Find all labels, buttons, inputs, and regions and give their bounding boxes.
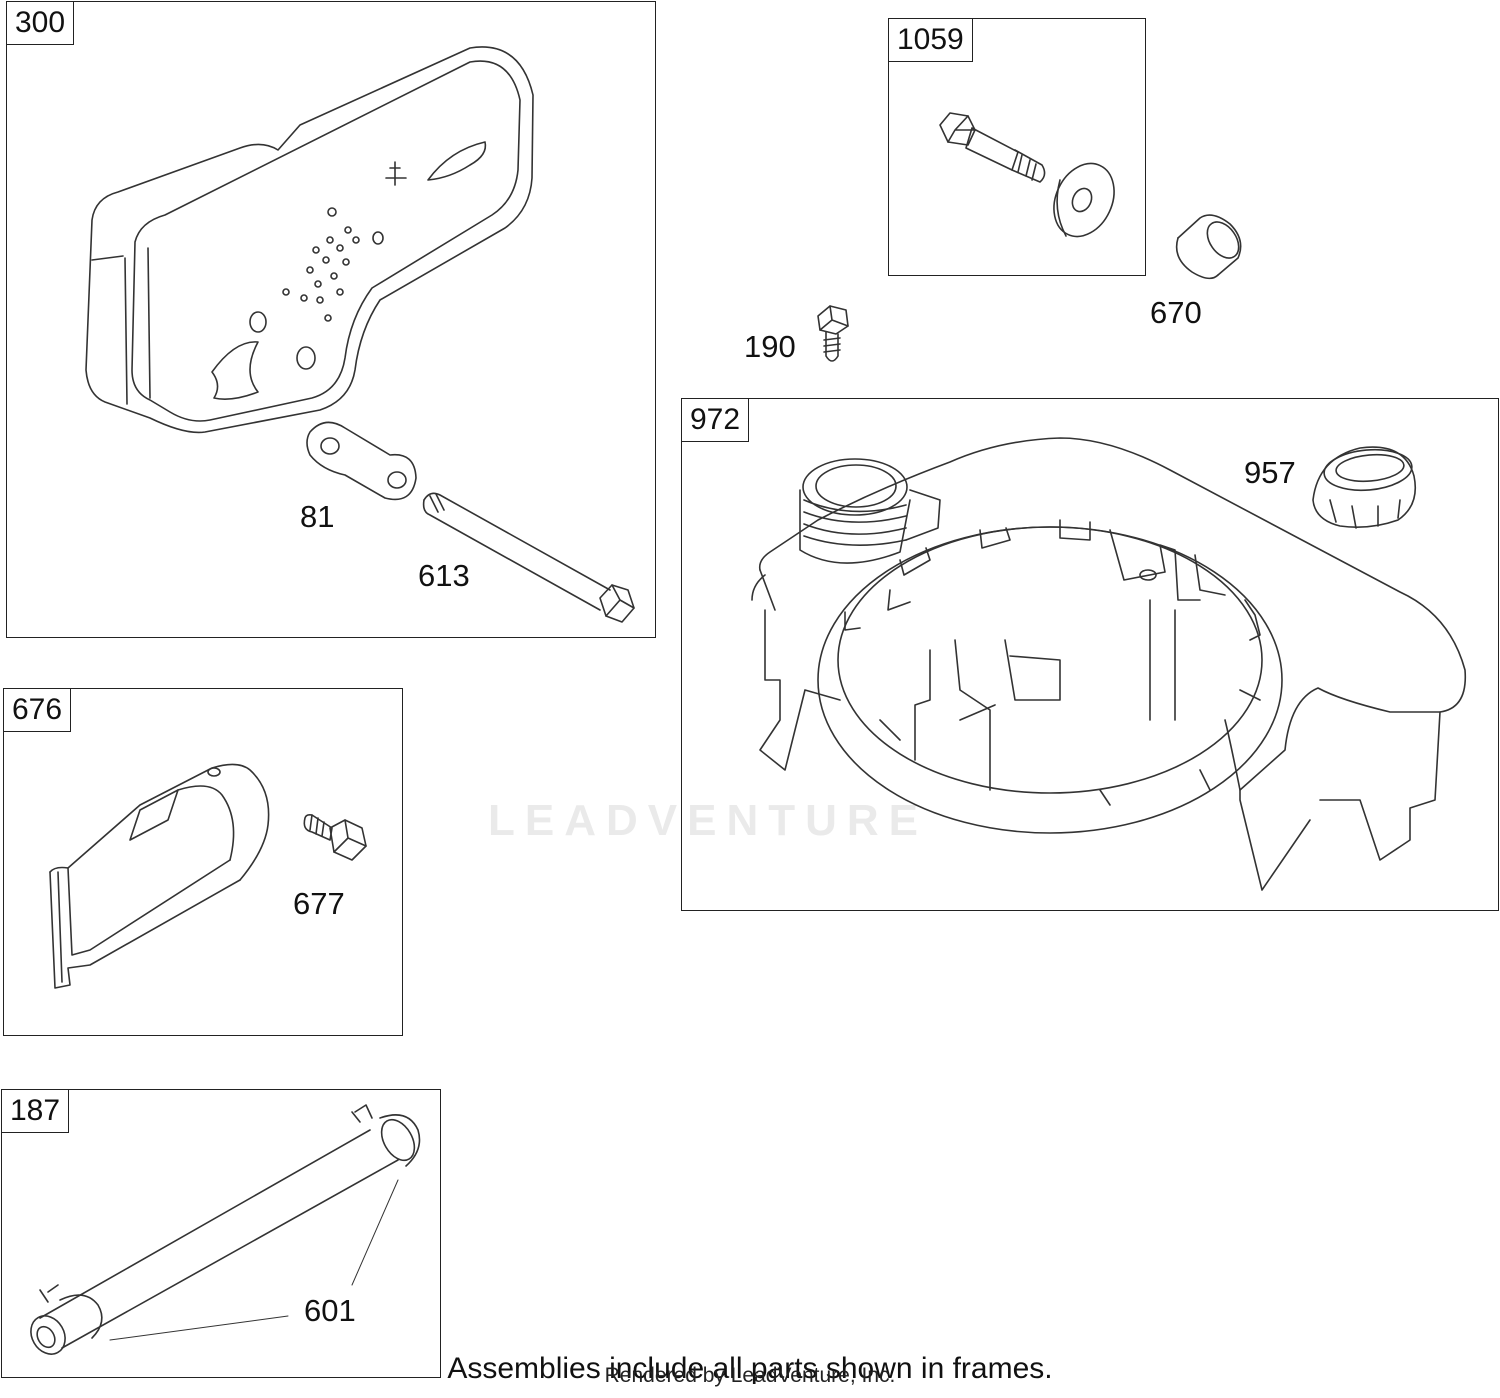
callout-stud: 613 <box>418 558 470 593</box>
screw-190-icon <box>817 305 849 362</box>
spacer-icon <box>1175 214 1242 280</box>
frame-label-676: 676 <box>4 689 72 732</box>
fuel-tank-icon <box>751 437 1467 891</box>
screw-677-icon <box>303 814 367 861</box>
frame-fuel-tank-assembly: 972 <box>681 398 1499 911</box>
frame-muffler-assembly: 300 <box>6 1 656 638</box>
watermark: LEADVENTURE <box>488 796 929 845</box>
frame-label-300: 300 <box>7 2 75 45</box>
callout-gasket: 81 <box>300 499 335 534</box>
leader-line-601-b <box>351 1179 399 1286</box>
frame-label-972: 972 <box>682 399 750 442</box>
frame-label-187: 187 <box>2 1090 70 1133</box>
callout-screw-190: 190 <box>744 329 796 364</box>
frame-label-1059: 1059 <box>889 19 973 62</box>
shoulder-bolt-icon <box>939 112 1046 183</box>
render-credit: Rendered by LeadVenture, Inc. <box>604 1364 896 1387</box>
callout-screw-677: 677 <box>293 886 345 921</box>
callout-fuel-cap: 957 <box>1244 455 1296 490</box>
frame-muffler-guard-kit: 676 <box>3 688 403 1036</box>
stud-icon <box>422 492 635 623</box>
fuel-line-icon <box>30 1104 421 1355</box>
callout-clamp: 601 <box>304 1293 356 1328</box>
callout-spacer: 670 <box>1150 295 1202 330</box>
frame-fuel-line-assembly: 187 <box>1 1089 441 1378</box>
frame-bolt-kit: 1059 <box>888 18 1146 276</box>
fuel-cap-icon <box>1312 446 1417 529</box>
assemblies-note: Assemblies include all parts shown in fr… <box>447 1352 1053 1385</box>
muffler-guard-icon <box>49 763 270 989</box>
gasket-icon <box>306 421 417 501</box>
washer-icon <box>1053 162 1115 238</box>
muffler-icon <box>85 46 534 434</box>
leader-line-601-a <box>109 1315 289 1341</box>
